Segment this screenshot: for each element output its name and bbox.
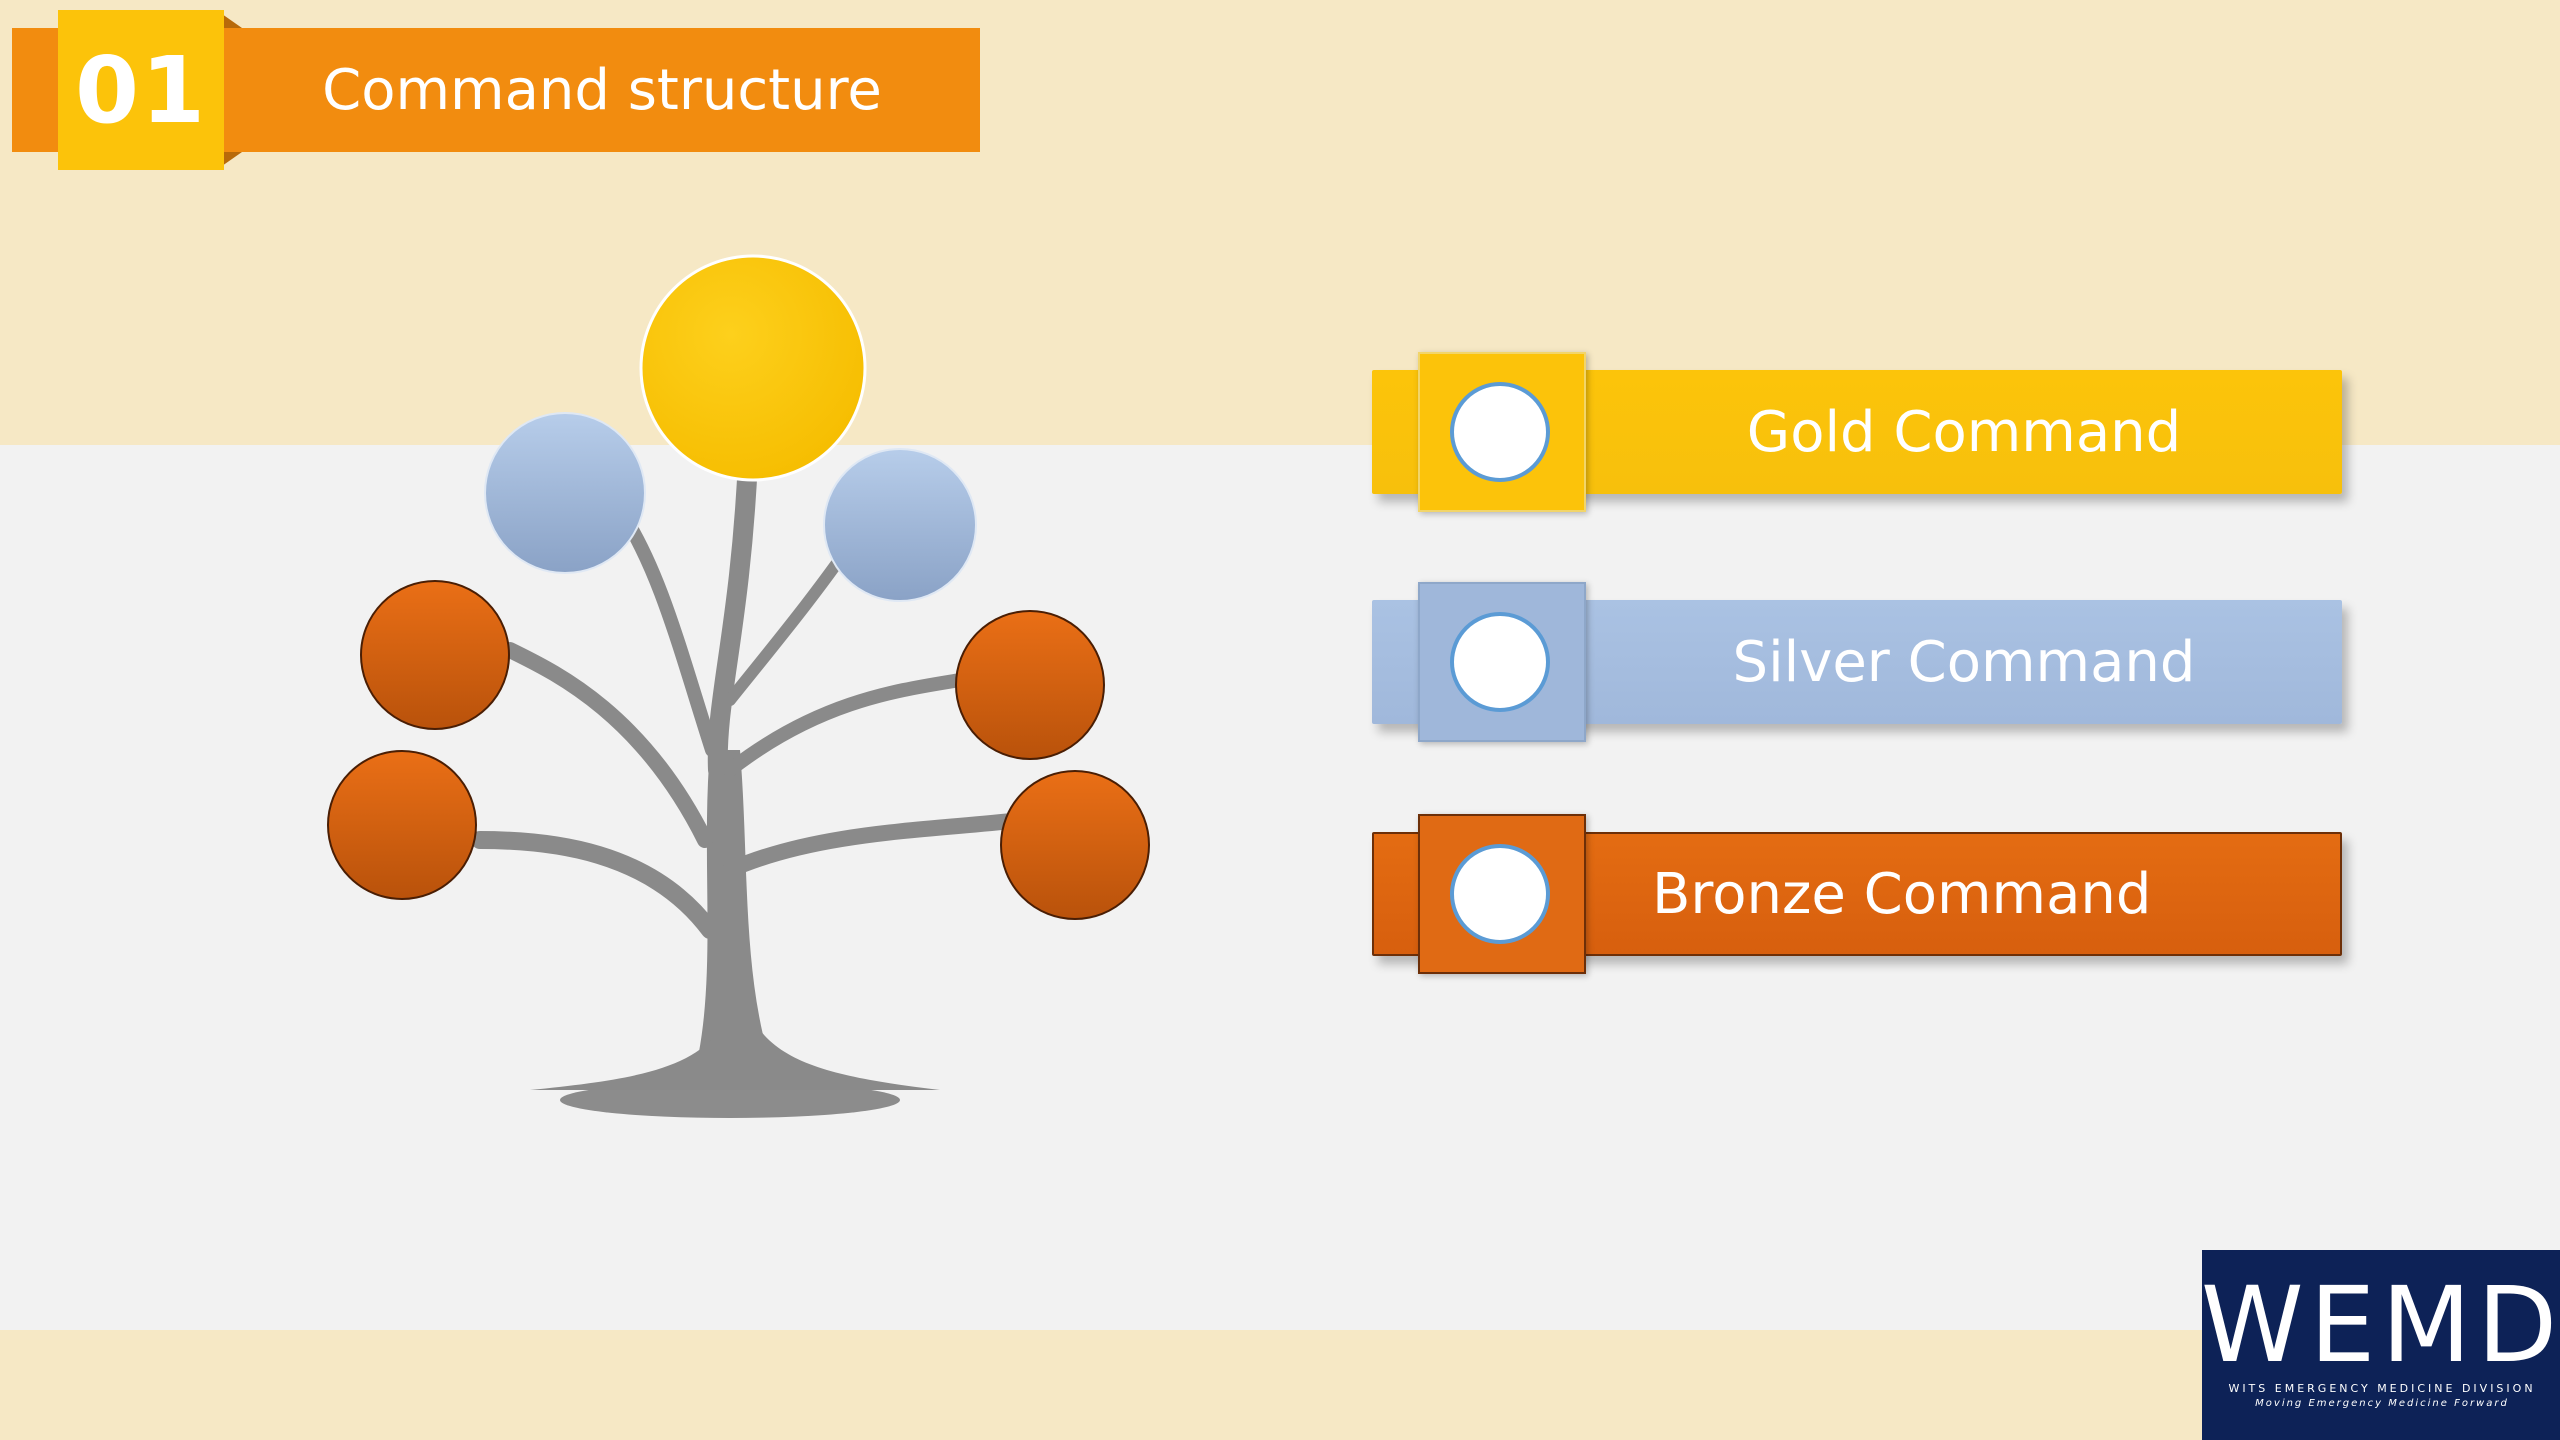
silver-node-right bbox=[823, 448, 977, 602]
silver-command-marker bbox=[1418, 582, 1586, 742]
logo-line-2: Moving Emergency Medicine Forward bbox=[2255, 1398, 2509, 1409]
title-fold-top bbox=[222, 14, 242, 28]
logo-line-1: WITS EMERGENCY MEDICINE DIVISION bbox=[2228, 1382, 2536, 1395]
circle-icon bbox=[1450, 612, 1550, 712]
gold-command-item: Gold Command bbox=[1372, 352, 2342, 512]
bronze-command-item: Bronze Command bbox=[1372, 814, 2342, 974]
silver-node-left bbox=[484, 412, 646, 574]
bronze-node-lower-right bbox=[1000, 770, 1150, 920]
background-band-bottom bbox=[0, 1330, 2560, 1440]
tree-nodes bbox=[327, 254, 1150, 920]
bronze-node-upper-left bbox=[360, 580, 510, 730]
gold-command-marker bbox=[1418, 352, 1586, 512]
gold-command-label: Gold Command bbox=[1746, 399, 2182, 465]
silver-command-label: Silver Command bbox=[1732, 629, 2196, 695]
bronze-node-lower-left bbox=[327, 750, 477, 900]
bronze-command-label: Bronze Command bbox=[1652, 861, 2152, 927]
circle-icon bbox=[1450, 844, 1550, 944]
tree-trunk bbox=[530, 750, 940, 1118]
silver-command-item: Silver Command bbox=[1372, 582, 2342, 742]
tree-diagram bbox=[327, 254, 1150, 1118]
logo-mark: WEMD bbox=[2200, 1264, 2560, 1386]
bronze-command-marker bbox=[1418, 814, 1586, 974]
circle-icon bbox=[1450, 382, 1550, 482]
wemd-logo: WEMD WITS EMERGENCY MEDICINE DIVISION Mo… bbox=[2200, 1250, 2560, 1440]
title-fold-bottom bbox=[222, 152, 242, 166]
gold-node bbox=[639, 254, 867, 482]
bronze-node-upper-right bbox=[955, 610, 1105, 760]
slide-title: Command structure bbox=[322, 57, 882, 123]
slide-number: 01 bbox=[58, 10, 224, 170]
